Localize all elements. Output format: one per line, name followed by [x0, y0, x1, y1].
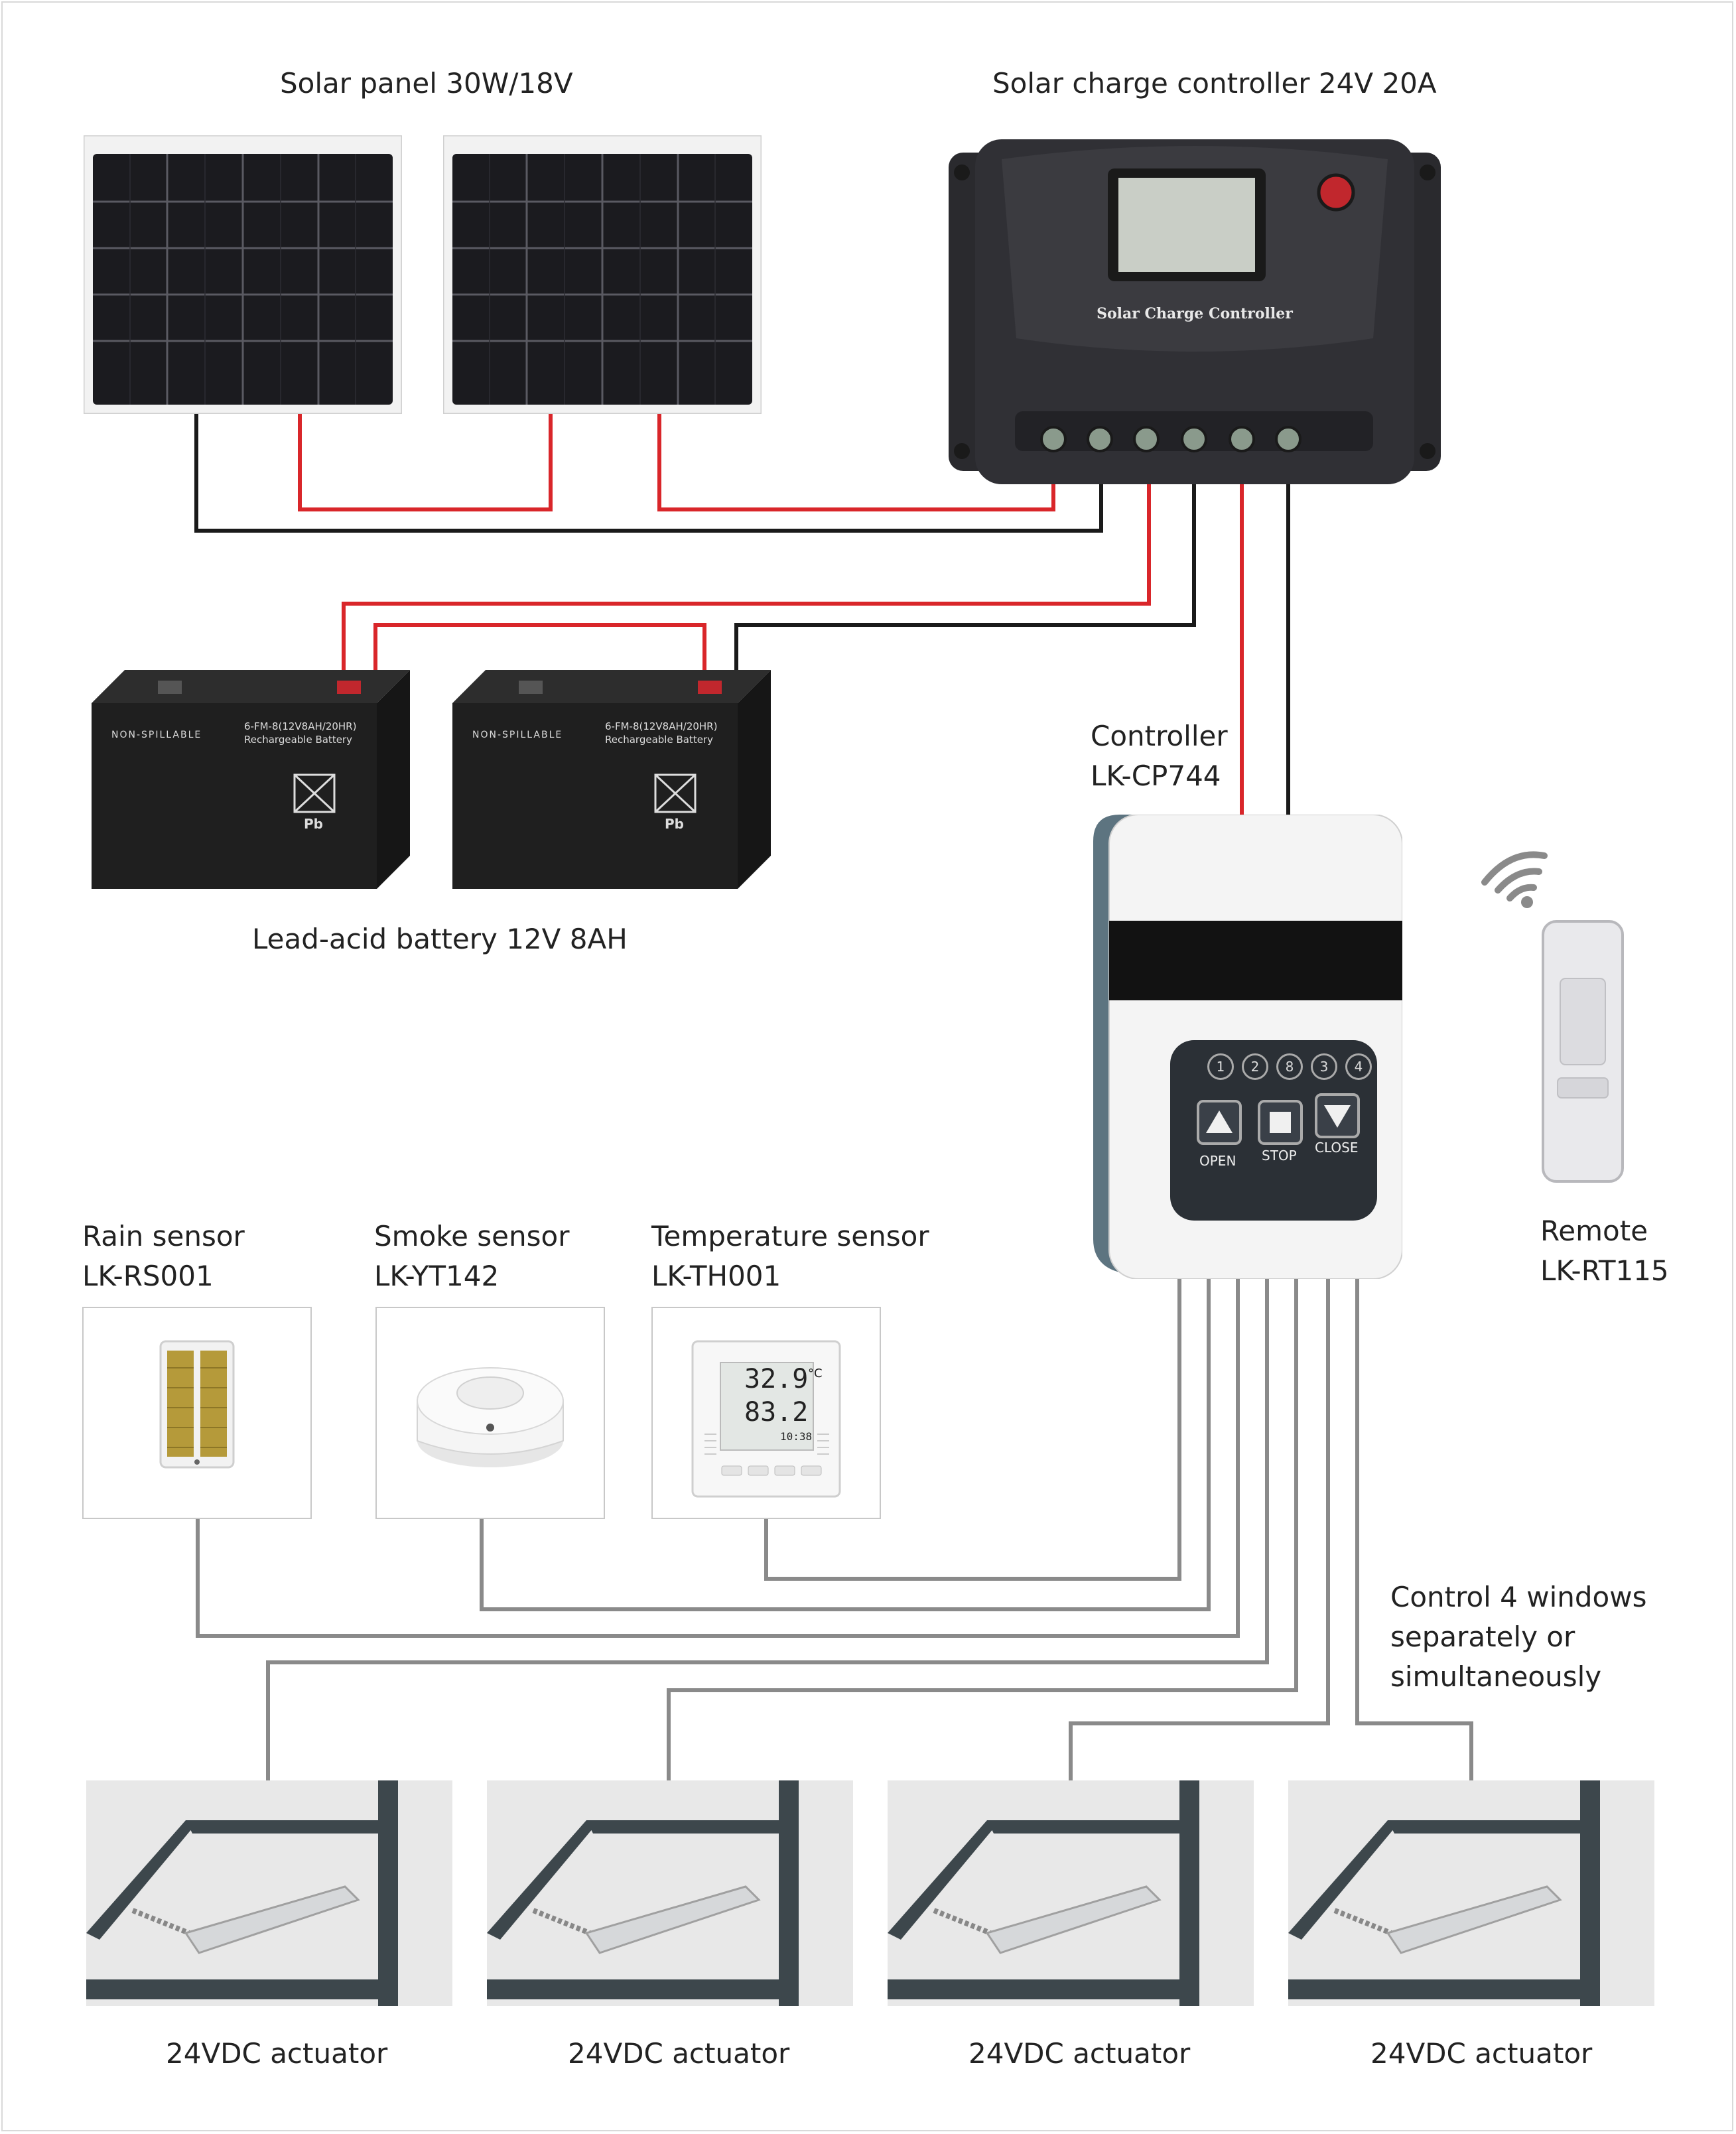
battery-2-type: Rechargeable Battery: [605, 734, 713, 746]
control-note: Control 4 windows separately or simultan…: [1390, 1577, 1646, 1697]
channel-button-all[interactable]: 8: [1276, 1053, 1303, 1080]
charge-controller-label: Solar charge controller 24V 20A: [992, 67, 1437, 100]
battery-label: Lead-acid battery 12V 8AH: [252, 923, 628, 955]
wire-rain-sensor: [196, 1274, 1240, 1638]
temperature-sensor-label: Temperature sensor LK-TH001: [651, 1217, 929, 1296]
rain-sensor-label: Rain sensor LK-RS001: [82, 1217, 245, 1296]
remote-label: Remote LK-RT115: [1540, 1211, 1669, 1291]
solar-charge-controller: Solar Charge Controller: [949, 139, 1441, 484]
battery-2: 6-FM-8(12V8AH/20HR) Rechargeable Battery…: [446, 657, 777, 896]
temperature-reading: 32.9: [744, 1364, 809, 1394]
wire-battery-pos: [342, 451, 1151, 670]
wire-actuator-1: [266, 1274, 1269, 1780]
battery-2-spill: NON-SPILLABLE: [472, 730, 563, 740]
temperature-sensor-image: [691, 1340, 841, 1498]
smoke-sensor-box: [375, 1307, 605, 1519]
actuator-2-label: 24VDC actuator: [568, 2037, 790, 2070]
rain-sensor-box: [82, 1307, 312, 1519]
controller-model: LK-CP744: [1091, 760, 1221, 792]
actuator-2-image: [487, 1780, 853, 2006]
wire-panel1-neg: [194, 411, 1103, 533]
rain-sensor-name: Rain sensor: [82, 1220, 245, 1252]
actuator-3-label: 24VDC actuator: [968, 2037, 1191, 2070]
solar-panel-1: [84, 135, 402, 414]
smoke-sensor-model: LK-YT142: [374, 1260, 500, 1292]
channel-button-1[interactable]: 1: [1207, 1053, 1234, 1080]
open-label: OPEN: [1199, 1153, 1236, 1169]
close-button[interactable]: [1315, 1093, 1360, 1138]
remote-name: Remote: [1540, 1215, 1648, 1247]
channel-button-3[interactable]: 3: [1311, 1053, 1337, 1080]
remote-model: LK-RT115: [1540, 1254, 1669, 1287]
channel-buttons: 1 2 8 3 4: [1207, 1053, 1372, 1080]
stop-square-icon: [1270, 1112, 1291, 1133]
battery-2-model: 6-FM-8(12V8AH/20HR): [605, 720, 718, 732]
temperature-unit: °C: [808, 1367, 823, 1380]
smoke-sensor-name: Smoke sensor: [374, 1220, 570, 1252]
control-note-line-1: Control 4 windows: [1390, 1581, 1647, 1613]
charge-controller-face-text: Solar Charge Controller: [1097, 305, 1293, 322]
clock-reading: 10:38: [780, 1430, 813, 1443]
wire-actuator-4: [1355, 1274, 1473, 1780]
actuator-4-image: [1288, 1780, 1654, 2006]
remote-control: [1542, 920, 1624, 1183]
humidity-reading: 83.2: [744, 1397, 809, 1428]
wireless-signal-icon: [1481, 851, 1548, 908]
actuator-4-label: 24VDC actuator: [1370, 2037, 1593, 2070]
battery-1-spill: NON-SPILLABLE: [111, 730, 202, 740]
wire-actuator-3: [1069, 1274, 1330, 1780]
smoke-sensor-image: [417, 1367, 564, 1467]
window-controller: 1 2 8 3 4 OPEN STOP CLOSE: [1093, 815, 1402, 1279]
wire-battery-neg: [734, 451, 1196, 677]
open-button[interactable]: [1197, 1100, 1242, 1145]
actuator-1-label: 24VDC actuator: [166, 2037, 388, 2070]
control-note-line-3: simultaneously: [1390, 1660, 1602, 1693]
rain-sensor-model: LK-RS001: [82, 1260, 214, 1292]
temperature-sensor-model: LK-TH001: [651, 1260, 781, 1292]
battery-2-pb: Pb: [665, 816, 684, 832]
actuator-3-image: [888, 1780, 1254, 2006]
rain-sensor-image: [159, 1340, 235, 1469]
battery-1-type: Rechargeable Battery: [244, 734, 352, 746]
controller-label: Controller LK-CP744: [1091, 716, 1228, 796]
down-arrow-icon: [1324, 1105, 1351, 1128]
wire-smoke-sensor: [480, 1274, 1211, 1611]
controller-name: Controller: [1091, 720, 1228, 752]
up-arrow-icon: [1206, 1110, 1233, 1133]
close-label: CLOSE: [1315, 1140, 1359, 1156]
solar-panel-2: [443, 135, 762, 414]
channel-button-2[interactable]: 2: [1242, 1053, 1268, 1080]
actuator-1-image: [86, 1780, 452, 2006]
channel-button-4[interactable]: 4: [1345, 1053, 1372, 1080]
temperature-sensor-box: 32.9 °C 83.2 10:38: [651, 1307, 881, 1519]
battery-1-model: 6-FM-8(12V8AH/20HR): [244, 720, 357, 732]
battery-1: 6-FM-8(12V8AH/20HR) Rechargeable Battery…: [85, 657, 417, 896]
wire-temp-sensor: [764, 1274, 1181, 1581]
solar-panel-label: Solar panel 30W/18V: [280, 67, 573, 100]
stop-button[interactable]: [1258, 1100, 1303, 1145]
smoke-sensor-label: Smoke sensor LK-YT142: [374, 1217, 569, 1296]
wire-battery-series-pos: [373, 623, 706, 690]
wire-actuator-2: [667, 1274, 1298, 1780]
temperature-sensor-name: Temperature sensor: [651, 1220, 929, 1252]
battery-1-pb: Pb: [304, 816, 323, 832]
stop-label: STOP: [1262, 1148, 1297, 1164]
wire-panel-series: [298, 411, 553, 511]
control-note-line-2: separately or: [1390, 1621, 1575, 1653]
